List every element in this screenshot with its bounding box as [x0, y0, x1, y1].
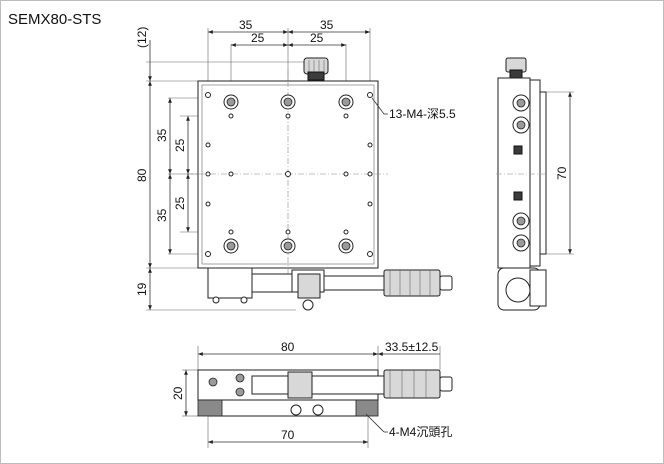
bottom-dim-travel: 33.5±12.5: [385, 340, 439, 354]
counterbore-callout: 4-M4沉頭孔: [389, 425, 452, 439]
top-view: 35 35 25 25 (12) 80 19 35 35 25 25: [135, 18, 456, 311]
bottom-dim-70: 70: [281, 428, 295, 442]
hole-callout: 13-M4-深5.5: [389, 107, 456, 121]
dim-micrometer-19: 19: [135, 282, 149, 296]
dim-top-right-25: 25: [310, 31, 324, 45]
dim-top-left-35: 35: [239, 18, 253, 32]
dim-total-height-80: 80: [135, 168, 149, 182]
dim-left-inner-25-top: 25: [173, 138, 187, 152]
side-dim-70: 70: [555, 166, 569, 180]
dim-left-inner-25-bottom: 25: [173, 196, 187, 210]
side-micrometer-head: [505, 277, 531, 303]
dim-knob-height: (12): [135, 27, 149, 48]
lower-carriage: [207, 267, 253, 299]
dim-left-outer-35-bottom: 35: [155, 208, 169, 222]
model-title: SEMX80-STS: [8, 11, 101, 28]
dim-top-right-35: 35: [320, 18, 334, 32]
micrometer-thimble: [383, 269, 441, 297]
dim-left-outer-35-top: 35: [155, 128, 169, 142]
bottom-view: 80 33.5±12.5 20 70 4-M4沉頭孔: [171, 340, 453, 448]
bottom-dim-20: 20: [171, 386, 185, 400]
side-view: 70: [496, 57, 574, 311]
dim-top-left-25: 25: [251, 31, 265, 45]
mounting-holes: [205, 92, 373, 257]
bottom-dim-80: 80: [281, 340, 295, 354]
bottom-micrometer-thimble: [383, 369, 441, 399]
